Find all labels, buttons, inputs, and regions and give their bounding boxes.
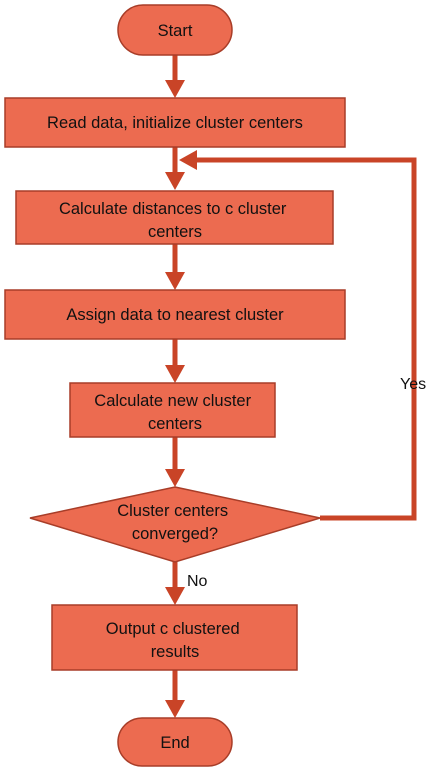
connector-yes-loop — [193, 157, 417, 521]
decision-diamond — [29, 486, 321, 563]
arrowhead-assign — [165, 272, 185, 290]
connectors — [165, 55, 417, 718]
start-label: Start — [158, 22, 193, 40]
arrowhead-end — [165, 700, 185, 718]
calc-centers-line-2: centers — [148, 415, 202, 433]
output-label: Output c clustered results — [106, 620, 245, 661]
end-node: End — [117, 717, 233, 767]
arrowhead-output — [165, 587, 185, 605]
read-data-label: Read data, initialize cluster centers — [47, 114, 303, 132]
calc-distances-line-2: centers — [148, 223, 202, 241]
calc-centers-node: Calculate new cluster centers — [69, 382, 276, 438]
calc-centers-line-1: Calculate new cluster — [94, 392, 251, 410]
no-label: No — [187, 573, 208, 590]
output-box — [51, 604, 298, 671]
decision-line-2: converged? — [132, 525, 218, 543]
end-label: End — [160, 734, 189, 752]
output-line-1: Output c clustered — [106, 620, 240, 638]
yes-label: Yes — [400, 376, 426, 393]
arrowhead-read — [165, 80, 185, 98]
end-terminal-shape — [117, 717, 233, 767]
arrowhead-distances — [165, 172, 185, 190]
read-data-box — [4, 97, 346, 148]
start-terminal-shape — [117, 4, 233, 56]
output-node: Output c clustered results — [51, 604, 298, 671]
calc-distances-line-1: Calculate distances to c cluster — [59, 200, 287, 218]
read-data-node: Read data, initialize cluster centers — [4, 97, 346, 148]
output-line-2: results — [151, 643, 200, 661]
calc-centers-label: Calculate new cluster centers — [94, 392, 255, 433]
calc-centers-box — [69, 382, 276, 438]
assign-label: Assign data to nearest cluster — [66, 306, 284, 324]
arrowhead-centers — [165, 365, 185, 383]
decision-line-1: Cluster centers — [117, 502, 228, 520]
decision-label: Cluster centers converged? — [117, 502, 233, 543]
calc-distances-box — [15, 190, 334, 245]
arrowhead-decision — [165, 469, 185, 487]
assign-node: Assign data to nearest cluster — [4, 289, 346, 340]
start-node: Start — [117, 4, 233, 56]
calc-distances-label: Calculate distances to c cluster centers — [59, 200, 291, 241]
assign-box — [4, 289, 346, 340]
decision-node: Cluster centers converged? — [29, 486, 321, 563]
arrowhead-loop — [179, 150, 197, 170]
calc-distances-node: Calculate distances to c cluster centers — [15, 190, 334, 245]
